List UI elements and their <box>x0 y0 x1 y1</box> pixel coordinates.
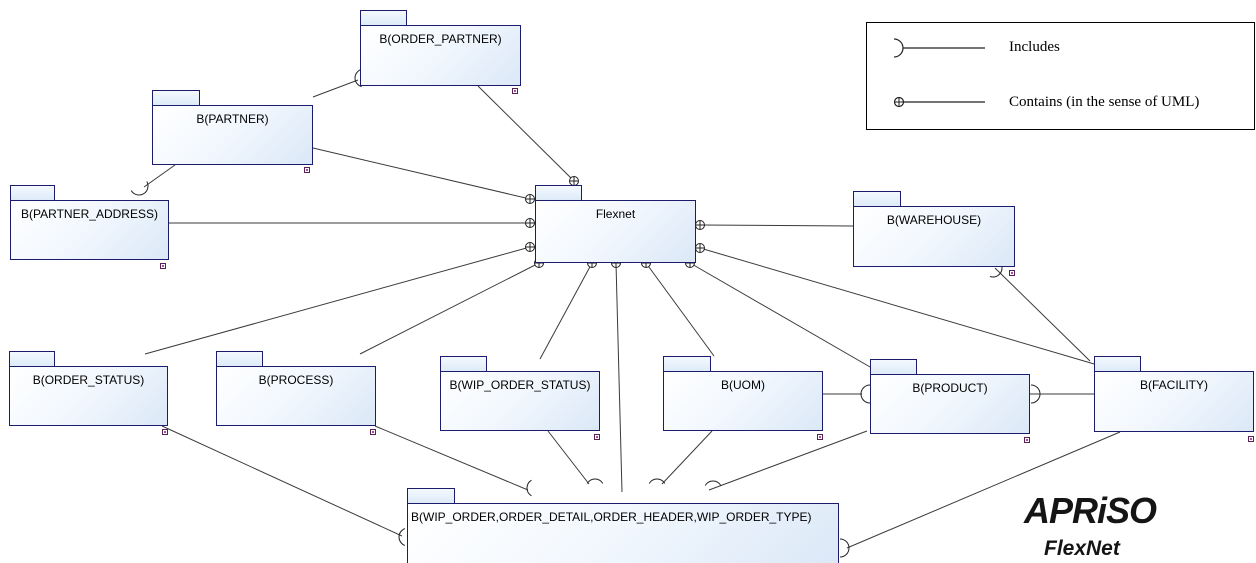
package-label: B(PRODUCT) <box>912 381 988 395</box>
package-label: B(UOM) <box>721 378 765 392</box>
apriso-logo: APRiSO <box>1024 490 1157 531</box>
flexnet-logo: FlexNet <box>1044 537 1120 560</box>
connector-line <box>699 247 1119 372</box>
package-label: B(WIP_ORDER,ORDER_DETAIL,ORDER_HEADER,WI… <box>411 510 812 524</box>
package-label: Flexnet <box>595 207 636 221</box>
contains-icon <box>525 194 535 204</box>
connector-line <box>547 430 590 485</box>
package-label: B(ORDER_PARTNER) <box>379 32 502 46</box>
connector-line <box>846 431 1121 549</box>
includes-symbol-icon <box>893 38 904 58</box>
connector-line <box>144 246 531 355</box>
contains-icon <box>569 176 579 186</box>
includes-icon <box>130 181 149 196</box>
connector-line <box>374 425 529 491</box>
legend-contains-label: Contains (in the sense of UML) <box>1009 94 1200 110</box>
legend-symbols <box>893 38 985 108</box>
package-label: B(WAREHOUSE) <box>886 213 982 227</box>
connector-line <box>689 262 878 372</box>
includes-icon <box>526 479 532 497</box>
package-marker-icon <box>512 88 518 94</box>
includes-icon <box>704 480 722 486</box>
includes-icon <box>398 528 406 546</box>
includes-icon <box>354 68 362 88</box>
connector-line <box>994 267 1091 362</box>
connector-line <box>143 164 176 188</box>
package-wip-order-status[interactable]: B(WIP_ORDER_STATUS) <box>440 356 600 440</box>
package-marker-icon <box>1024 437 1030 443</box>
package-label: B(FACILITY) <box>1139 378 1208 392</box>
connector-line <box>708 430 868 491</box>
legend: Includes Contains (in the sense of UML) <box>866 22 1255 130</box>
connector-line <box>312 79 359 98</box>
package-marker-icon <box>1009 270 1015 276</box>
package-label: B(PARTNER_ADDRESS) <box>21 207 158 221</box>
includes-icon <box>648 478 666 484</box>
connector-line <box>645 262 715 357</box>
package-order-partner[interactable]: B(ORDER_PARTNER) <box>360 10 521 94</box>
package-warehouse[interactable]: B(WAREHOUSE) <box>853 191 1015 276</box>
package-order-status[interactable]: B(ORDER_STATUS) <box>9 351 168 435</box>
connector-line <box>161 425 403 537</box>
package-marker-icon <box>162 429 168 435</box>
package-marker-icon <box>817 434 823 440</box>
package-partner-address[interactable]: B(PARTNER_ADDRESS) <box>10 185 169 269</box>
connector-line <box>539 262 593 360</box>
includes-icon <box>839 538 850 558</box>
connector-line <box>699 224 854 227</box>
includes-icon <box>860 384 871 404</box>
package-facility[interactable]: B(FACILITY) <box>1094 356 1254 442</box>
package-marker-icon <box>304 167 310 173</box>
contains-icon <box>525 242 535 252</box>
package-label: B(ORDER_STATUS) <box>32 373 145 387</box>
connector-line <box>661 430 713 485</box>
includes-icon <box>586 478 604 484</box>
package-process[interactable]: B(PROCESS) <box>216 351 376 435</box>
package-wip-order[interactable]: B(WIP_ORDER,ORDER_DETAIL,ORDER_HEADER,WI… <box>407 488 839 563</box>
package-product[interactable]: B(PRODUCT) <box>870 359 1030 443</box>
connector-line <box>312 147 531 200</box>
legend-includes-label: Includes <box>1009 39 1060 55</box>
package-marker-icon <box>594 434 600 440</box>
package-marker-icon <box>160 263 166 269</box>
includes-icon <box>1030 384 1041 404</box>
connector-line <box>615 262 623 493</box>
package-partner[interactable]: B(PARTNER) <box>152 90 313 173</box>
package-flexnet[interactable]: Flexnet <box>535 185 696 263</box>
package-marker-icon <box>1248 436 1254 442</box>
contains-icon <box>695 220 705 230</box>
package-label: B(PROCESS) <box>258 373 334 387</box>
connector-line <box>477 85 575 182</box>
contains-icon <box>525 218 535 228</box>
package-marker-icon <box>370 429 376 435</box>
package-label: B(PARTNER) <box>196 112 269 126</box>
contains-icon <box>695 243 705 253</box>
connector-line <box>359 262 540 355</box>
package-label: B(WIP_ORDER_STATUS) <box>449 378 591 392</box>
package-uom[interactable]: B(UOM) <box>663 356 823 440</box>
